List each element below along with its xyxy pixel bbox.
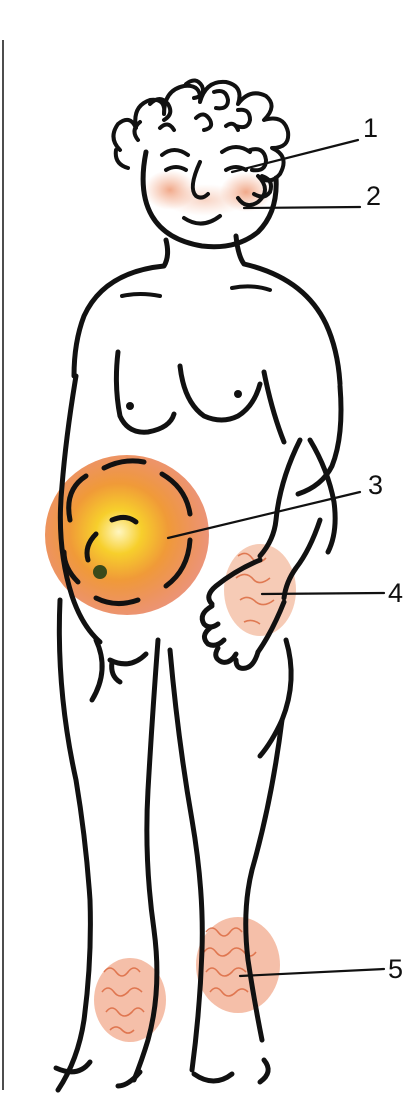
legs — [56, 600, 282, 1090]
leader-line-4 — [262, 593, 384, 594]
label-4: 4 — [388, 578, 403, 608]
leader-line-1 — [232, 140, 358, 172]
hips — [92, 640, 291, 756]
label-5: 5 — [388, 954, 403, 984]
label-1: 1 — [363, 113, 378, 143]
abdominal-lesion-center — [93, 565, 107, 579]
leader-line-2 — [244, 207, 360, 208]
label-3: 3 — [368, 470, 383, 500]
neck-shoulders — [74, 236, 340, 384]
nipple-left — [126, 402, 134, 410]
label-2: 2 — [366, 181, 381, 211]
nipple-right — [234, 390, 242, 398]
